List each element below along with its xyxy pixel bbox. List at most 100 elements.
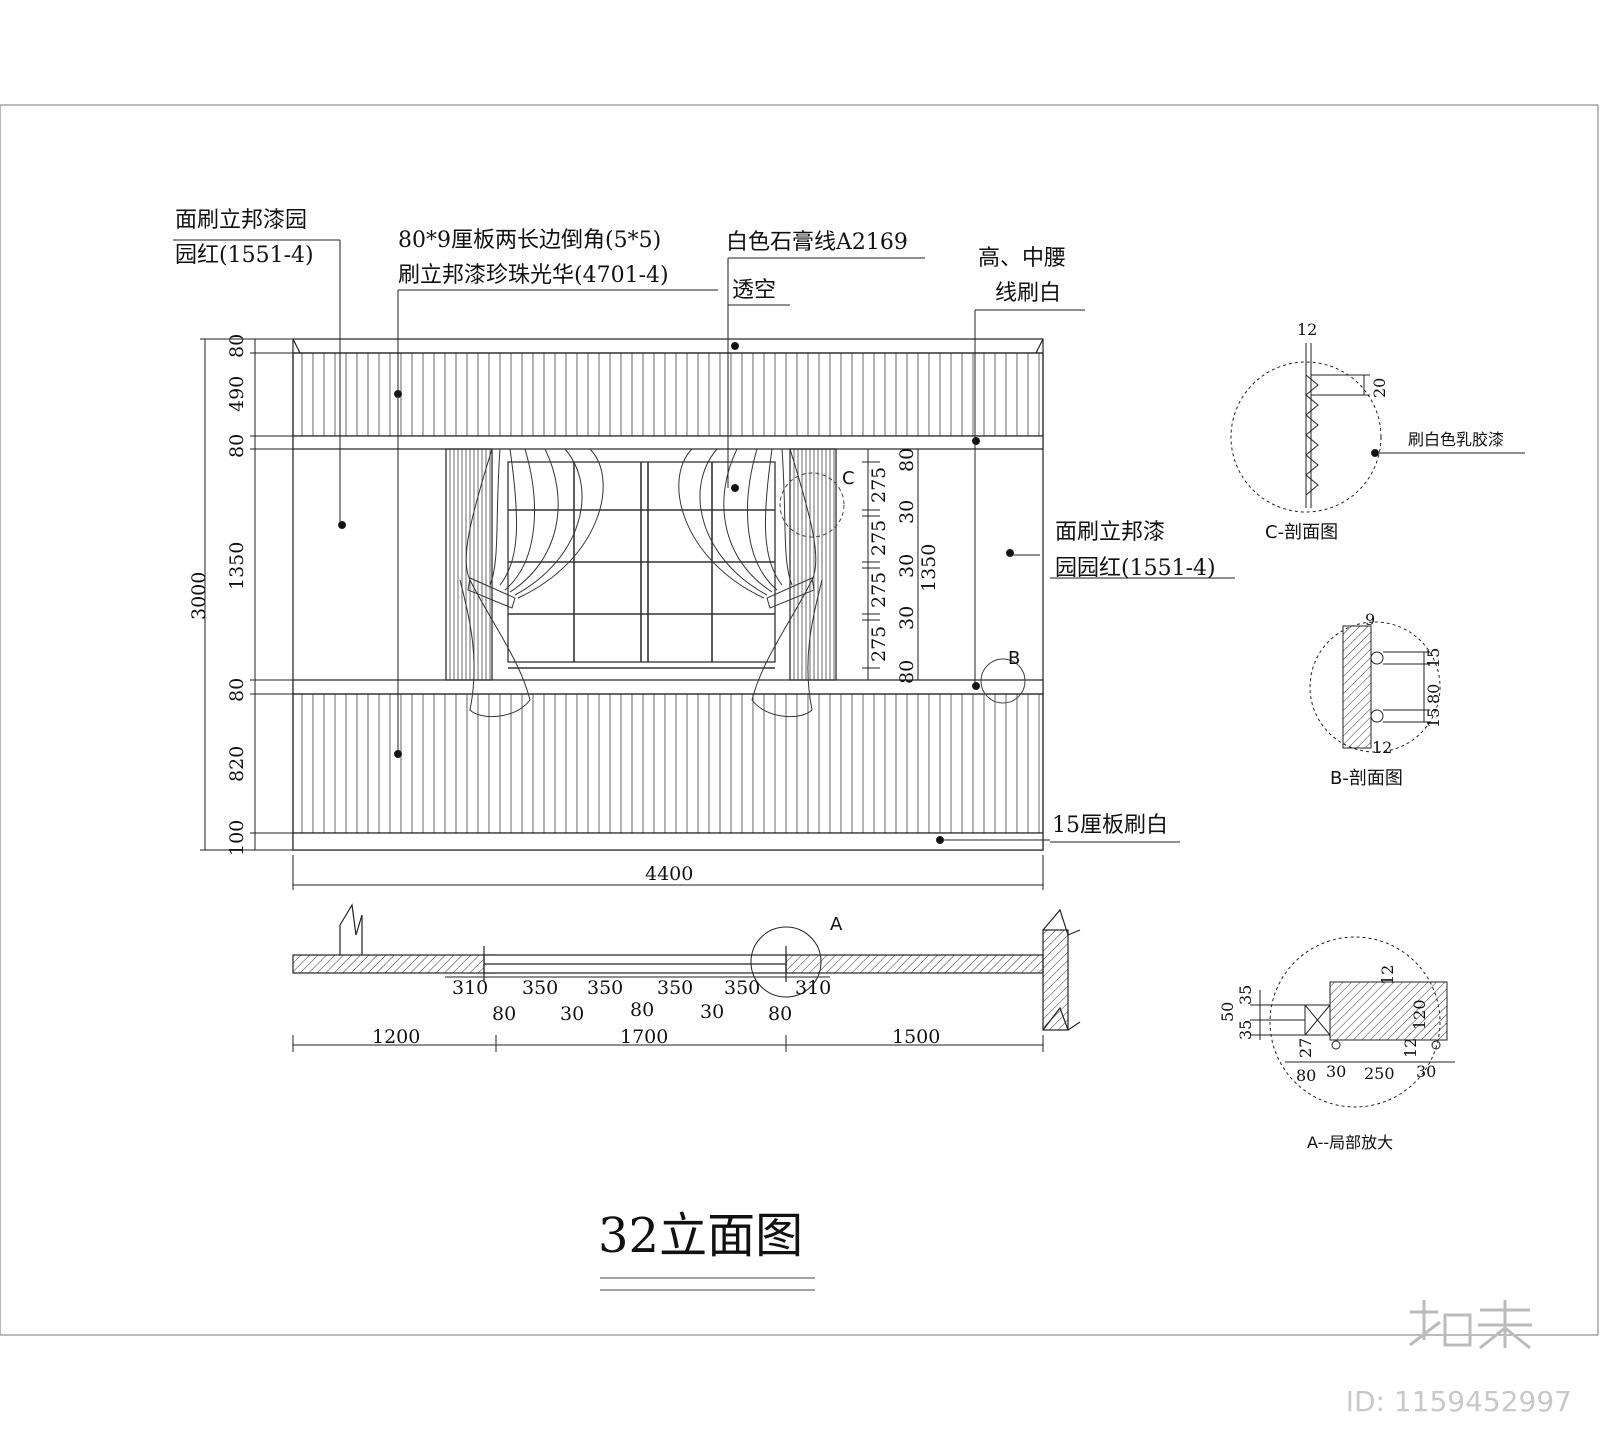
plan-upper-4: 350 xyxy=(724,977,761,999)
leaders xyxy=(173,239,1235,844)
marker-c-label: C xyxy=(842,468,855,489)
annot-board-line2: 刷立邦漆珍珠光华(4701-4) xyxy=(398,263,669,288)
plan-column xyxy=(1042,929,1069,1031)
detail-b-title: B-剖面图 xyxy=(1330,768,1403,789)
detail-c-marker xyxy=(779,472,845,538)
detail-c-title: C-剖面图 xyxy=(1265,522,1339,543)
dim-win-7: 275 xyxy=(868,625,890,662)
detail-a-left-1: 35 xyxy=(1236,984,1255,1005)
plan-wall-right xyxy=(785,954,1044,974)
drawing-frame xyxy=(0,104,1599,1336)
dim-win-1: 275 xyxy=(868,466,890,503)
annot-skirting: 15厘板刷白 xyxy=(1052,813,1168,838)
plan-dimension-lines xyxy=(292,976,1044,1052)
detail-b-dim-3: 15 xyxy=(1424,707,1443,728)
detail-c-dim-20: 20 xyxy=(1370,377,1389,398)
plan-upper-3: 350 xyxy=(657,977,694,999)
detail-a-dim-5: 30 xyxy=(1326,1062,1347,1081)
upper-waist-rail xyxy=(292,435,1044,450)
lower-wainscot xyxy=(292,693,1044,834)
dim-win-3: 275 xyxy=(868,519,890,556)
plan-upper-1: 350 xyxy=(522,977,559,999)
dim-win-0: 80 xyxy=(896,447,918,472)
dim-win-6: 30 xyxy=(896,605,918,630)
blind-right xyxy=(789,448,837,681)
plan-bottom-0: 1200 xyxy=(372,1026,421,1048)
plan-upper-0: 310 xyxy=(452,977,489,999)
annot-board-line1: 80*9厘板两长边倒角(5*5) xyxy=(398,228,662,253)
marker-b-label: B xyxy=(1008,648,1021,669)
plan-bottom-1: 1700 xyxy=(620,1026,669,1048)
wall-elevation xyxy=(292,338,1044,851)
detail-c-latex: 刷白色乳胶漆 xyxy=(1408,430,1505,449)
dim-left-3: 1350 xyxy=(226,541,248,590)
plan-lower-0: 80 xyxy=(492,1003,517,1025)
detail-a-left-0: 50 xyxy=(1218,1001,1237,1022)
dim-win-8: 80 xyxy=(896,659,918,684)
detail-a-marker xyxy=(750,926,822,998)
annot-right-line2: 园园红(1551-4) xyxy=(1055,556,1216,581)
dim-left-6: 100 xyxy=(226,819,248,856)
plan-bottom-2: 1500 xyxy=(892,1026,941,1048)
skirting-board xyxy=(292,832,1044,851)
width-dimension xyxy=(292,855,1044,890)
annot-waist-line2: 线刷白 xyxy=(995,281,1062,306)
detail-a-dim-1: 120 xyxy=(1410,999,1429,1030)
plan-break-right xyxy=(1042,908,1081,1031)
detail-a-dim-2: 27 xyxy=(1296,1037,1315,1058)
blind-left xyxy=(445,448,493,681)
window-assembly xyxy=(445,448,837,718)
detail-a-dim-4: 80 xyxy=(1296,1066,1317,1085)
plan-upper-5: 310 xyxy=(795,977,832,999)
plan-lower-4: 80 xyxy=(768,1003,793,1025)
dim-win-5: 275 xyxy=(868,571,890,608)
annot-gypsum: 白色石膏线A2169 xyxy=(726,230,908,255)
drawing-title: 32立面图 xyxy=(598,1208,804,1264)
detail-c xyxy=(1230,343,1525,513)
plan-section xyxy=(292,903,1081,1031)
dim-left-5: 820 xyxy=(226,745,248,782)
top-wainscot xyxy=(292,352,1044,437)
dim-left-4: 80 xyxy=(226,677,248,702)
annot-right-line1: 面刷立邦漆 xyxy=(1055,520,1166,545)
dim-left-2: 80 xyxy=(226,433,248,458)
plan-lower-2: 80 xyxy=(630,999,655,1021)
dim-win-4: 30 xyxy=(896,553,918,578)
detail-a-dim-3: 12 xyxy=(1401,1037,1420,1058)
curtain-right xyxy=(678,448,823,718)
plan-wall-left xyxy=(292,954,497,974)
marker-circles xyxy=(779,472,1026,704)
detail-a-dim-6: 250 xyxy=(1364,1064,1395,1083)
annot-waist-line1: 高、中腰 xyxy=(978,246,1067,271)
detail-a-dim-0: 12 xyxy=(1378,964,1397,985)
detail-a-left-2: 35 xyxy=(1236,1019,1255,1040)
dim-win-total: 1350 xyxy=(918,543,940,592)
annot-hollow: 透空 xyxy=(732,278,777,303)
detail-b-dim-0: 9 xyxy=(1365,610,1376,629)
plan-break-left xyxy=(339,903,363,955)
detail-a-dim-7: 30 xyxy=(1416,1062,1437,1081)
brand-id: ID: 1159452997 xyxy=(1345,1385,1572,1418)
detail-a-title: A--局部放大 xyxy=(1307,1133,1394,1152)
window-grid xyxy=(508,462,775,669)
dim-left-1: 490 xyxy=(226,375,248,412)
brand-logo xyxy=(1409,1300,1532,1350)
dim-win-2: 30 xyxy=(896,499,918,524)
annot-left-line1: 面刷立邦漆园 xyxy=(175,208,308,233)
detail-b-dim-1: 15 xyxy=(1424,647,1443,668)
lower-waist-rail xyxy=(292,679,1044,695)
title-underline xyxy=(600,1277,815,1291)
detail-b xyxy=(1309,621,1441,753)
detail-c-dim-12: 12 xyxy=(1297,320,1318,339)
dim-left-0: 80 xyxy=(226,333,248,358)
detail-a xyxy=(1250,936,1455,1108)
detail-b-marker xyxy=(980,658,1026,704)
dim-overall-width: 4400 xyxy=(645,863,694,885)
annot-left-line2: 园红(1551-4) xyxy=(175,243,314,268)
dim-overall-height: 3000 xyxy=(188,571,210,620)
curtain-left xyxy=(459,448,604,718)
left-dimension-lines xyxy=(200,338,293,851)
detail-b-dim-2: 80 xyxy=(1424,683,1443,704)
detail-b-dim-4: 12 xyxy=(1372,738,1393,757)
